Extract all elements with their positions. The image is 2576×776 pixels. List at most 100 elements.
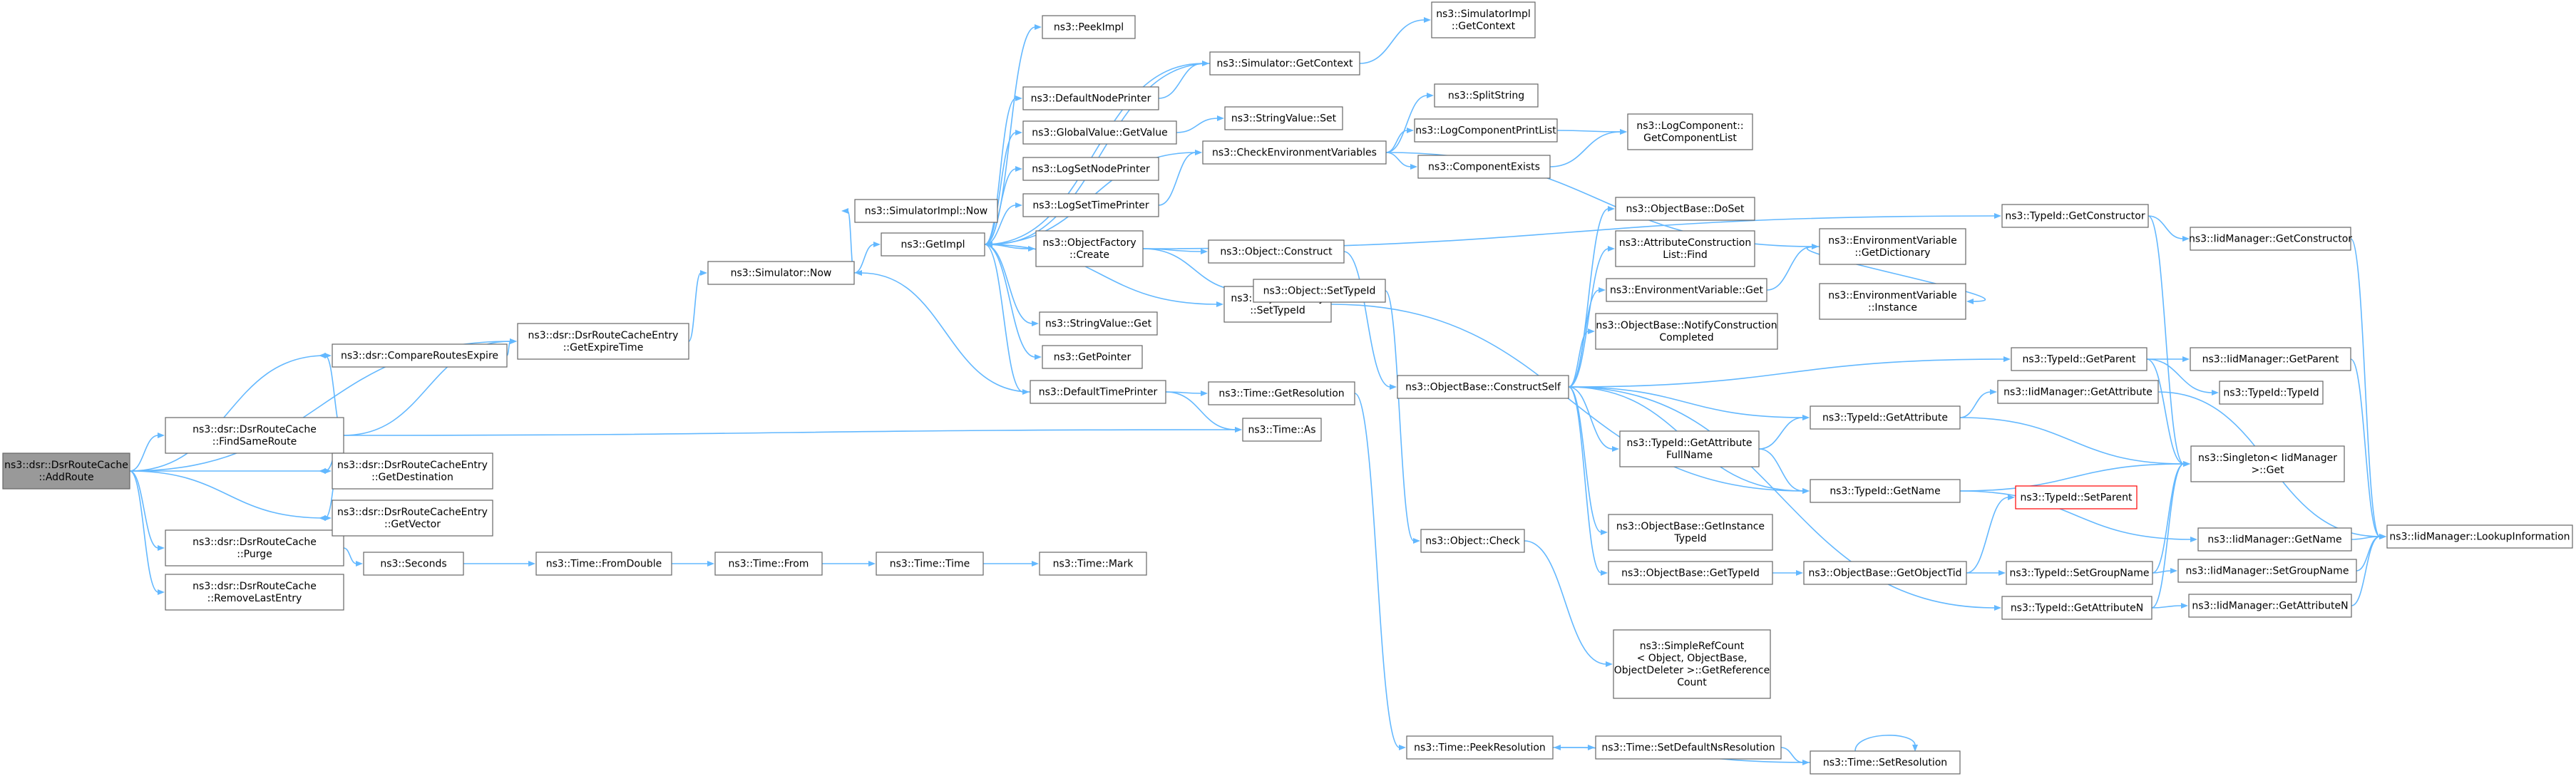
node-objbasedoset[interactable]: ns3::ObjectBase::DoSet <box>1615 197 1755 221</box>
node-compareroutesexpire[interactable]: ns3::dsr::CompareRoutesExpire <box>332 343 508 368</box>
node-label-simimplnow-0: ns3::SimulatorImpl::Now <box>865 206 988 217</box>
node-constructself[interactable]: ns3::ObjectBase::ConstructSelf <box>1397 375 1569 399</box>
node-timetime[interactable]: ns3::Time::Time <box>876 552 984 576</box>
node-iidgetattributen[interactable]: ns3::IidManager::GetAttributeN <box>2188 594 2352 618</box>
node-typeidgetattributen[interactable]: ns3::TypeId::GetAttributeN <box>2001 596 2152 620</box>
edge-logcompprintlist-to-logcompgetlist <box>1556 128 1627 135</box>
edge-typeidsetgroupname-to-singletonget <box>2152 461 2190 574</box>
node-box-notifyconstruct <box>1595 313 1778 350</box>
node-peekresolution[interactable]: ns3::Time::PeekResolution <box>1406 735 1554 760</box>
node-label-stringvalueset-0: ns3::StringValue::Set <box>1231 113 1337 125</box>
node-getdestination[interactable]: ns3::dsr::DsrRouteCacheEntry::GetDestina… <box>332 452 493 490</box>
node-componentexists[interactable]: ns3::ComponentExists <box>1417 155 1551 179</box>
node-stringvalueset[interactable]: ns3::StringValue::Set <box>1224 106 1343 130</box>
node-envvarinstance[interactable]: ns3::EnvironmentVariable::Instance <box>1819 283 1966 320</box>
node-peekimpl[interactable]: ns3::PeekImpl <box>1042 15 1136 39</box>
node-addroute[interactable]: ns3::dsr::DsrRouteCache::AddRoute <box>2 452 130 490</box>
node-typeidgetname[interactable]: ns3::TypeId::GetName <box>1810 479 1961 503</box>
node-getobjecttid[interactable]: ns3::ObjectBase::GetObjectTid <box>1803 561 1967 585</box>
node-label-attrconstructlistfind-1: List::Find <box>1663 249 1708 261</box>
edge-typeidgetconstructor-to-singletonget <box>2147 215 2190 467</box>
node-defaulttimeprinter[interactable]: ns3::DefaultTimePrinter <box>1030 380 1166 404</box>
node-box-getdestination <box>332 452 493 490</box>
node-iidgetattribute[interactable]: ns3::IidManager::GetAttribute <box>1997 380 2159 404</box>
node-defaultnodeprinter[interactable]: ns3::DefaultNodePrinter <box>1022 86 1159 110</box>
edge-typeidgetattrfullname-to-typeidgetattribute <box>1758 415 1810 450</box>
node-timefrom[interactable]: ns3::Time::From <box>714 552 823 576</box>
edge-defaulttimeprinter-to-timeas <box>1165 391 1242 433</box>
node-typeidgetattribute[interactable]: ns3::TypeId::GetAttribute <box>1810 405 1961 430</box>
edge-objectconstruct-to-constructself <box>1343 251 1397 390</box>
node-getexpiretime[interactable]: ns3::dsr::DsrRouteCacheEntry::GetExpireT… <box>517 323 689 360</box>
node-typeidgetparent[interactable]: ns3::TypeId::GetParent <box>2011 347 2147 371</box>
node-simgetcontext[interactable]: ns3::Simulator::GetContext <box>1209 51 1360 76</box>
node-simimplgetcontext[interactable]: ns3::SimulatorImpl::GetContext <box>1431 1 1536 38</box>
node-logcompprintlist[interactable]: ns3::LogComponentPrintList <box>1414 118 1558 143</box>
node-label-typeidgetconstructor-0: ns3::TypeId::GetConstructor <box>2005 211 2145 222</box>
node-box-typeidsetgroupname <box>2006 561 2153 585</box>
node-removelastentry[interactable]: ns3::dsr::DsrRouteCache::RemoveLastEntry <box>165 574 344 611</box>
node-iidgetname[interactable]: ns3::IidManager::GetName <box>2197 527 2352 552</box>
node-purge[interactable]: ns3::dsr::DsrRouteCache::Purge <box>165 529 344 567</box>
node-logcompgetlist[interactable]: ns3::LogComponent::GetComponentList <box>1627 113 1753 150</box>
node-simimplnow[interactable]: ns3::SimulatorImpl::Now <box>854 199 998 223</box>
node-logsetnodeprinter[interactable]: ns3::LogSetNodePrinter <box>1022 157 1159 181</box>
node-timeas[interactable]: ns3::Time::As <box>1242 418 1322 442</box>
node-objbasegettypeid[interactable]: ns3::ObjectBase::GetTypeId <box>1608 561 1773 585</box>
node-label-envvarinstance-1: ::Instance <box>1868 302 1917 314</box>
node-box-simplerefcount <box>1613 629 1771 699</box>
node-label-addroute-0: ns3::dsr::DsrRouteCache <box>4 460 128 471</box>
node-typeidsetparent[interactable]: ns3::TypeId::SetParent <box>2015 485 2138 509</box>
node-objectsettypeid[interactable]: ns3::Object::SetTypeId <box>1253 279 1386 303</box>
node-iidsetgroupname[interactable]: ns3::IidManager::SetGroupName <box>2177 559 2357 583</box>
node-logsettimeprinter[interactable]: ns3::LogSetTimePrinter <box>1022 193 1159 217</box>
node-seconds[interactable]: ns3::Seconds <box>363 552 464 576</box>
node-fromdouble[interactable]: ns3::Time::FromDouble <box>535 552 672 576</box>
node-label-objbasegetinstancetypeid-1: TypeId <box>1673 533 1706 544</box>
node-simplerefcount[interactable]: ns3::SimpleRefCount< Object, ObjectBase,… <box>1613 629 1771 699</box>
node-label-logcompgetlist-0: ns3::LogComponent:: <box>1636 120 1743 132</box>
node-iidlookupinfo[interactable]: ns3::IidManager::LookupInformation <box>2386 524 2573 549</box>
node-objectconstruct[interactable]: ns3::Object::Construct <box>1208 239 1345 264</box>
node-timegetresolution[interactable]: ns3::Time::GetResolution <box>1208 381 1355 405</box>
node-setresolution[interactable]: ns3::Time::SetResolution <box>1810 750 1961 775</box>
edge-addroute-to-removelastentry <box>129 470 165 595</box>
node-getpointer[interactable]: ns3::GetPointer <box>1042 345 1143 369</box>
node-iidgetparent[interactable]: ns3::IidManager::GetParent <box>2190 347 2351 371</box>
node-typeidsetgroupname[interactable]: ns3::TypeId::SetGroupName <box>2006 561 2153 585</box>
node-objectcheck[interactable]: ns3::Object::Check <box>1420 529 1525 553</box>
node-setdefaultnsres[interactable]: ns3::Time::SetDefaultNsResolution <box>1595 735 1782 760</box>
node-label-notifyconstruct-0: ns3::ObjectBase::NotifyConstruction <box>1596 320 1777 331</box>
node-notifyconstruct[interactable]: ns3::ObjectBase::NotifyConstructionCompl… <box>1595 313 1778 350</box>
node-envvarget[interactable]: ns3::EnvironmentVariable::Get <box>1606 278 1767 302</box>
node-splitstring[interactable]: ns3::SplitString <box>1434 83 1539 108</box>
node-checkenvvars[interactable]: ns3::CheckEnvironmentVariables <box>1202 140 1387 165</box>
node-objfactorycreate[interactable]: ns3::ObjectFactory::Create <box>1035 230 1144 267</box>
node-box-logcompprintlist <box>1414 118 1558 143</box>
node-getimpl[interactable]: ns3::GetImpl <box>881 232 985 257</box>
edge-constructself-to-typeidgetattributen <box>1568 386 2001 611</box>
edge-typeidgetattribute-to-iidgetattribute <box>1959 389 1997 418</box>
node-typeidgetconstructor[interactable]: ns3::TypeId::GetConstructor <box>2001 204 2149 228</box>
node-label-splitstring-0: ns3::SplitString <box>1448 90 1524 102</box>
node-box-typeidgetattribute <box>1810 405 1961 430</box>
node-box-typeidgetconstructor <box>2001 204 2149 228</box>
node-envvargetdictionary[interactable]: ns3::EnvironmentVariable::GetDictionary <box>1819 228 1966 265</box>
node-getvector[interactable]: ns3::dsr::DsrRouteCacheEntry::GetVector <box>332 500 493 537</box>
node-iidgetconstructor[interactable]: ns3::IidManager::GetConstructor <box>2189 227 2352 251</box>
node-box-findsameroute <box>165 417 344 454</box>
node-stringvalueget[interactable]: ns3::StringValue::Get <box>1039 311 1158 336</box>
node-timemark[interactable]: ns3::Time::Mark <box>1039 552 1147 576</box>
edge-objectsettypeid-to-objectcheck <box>1385 290 1420 544</box>
edge-getimpl-to-globalvaluegetvalue <box>984 130 1022 245</box>
node-findsameroute[interactable]: ns3::dsr::DsrRouteCache::FindSameRoute <box>165 417 344 454</box>
node-simnow[interactable]: ns3::Simulator::Now <box>707 261 855 285</box>
node-box-fromdouble <box>535 552 672 576</box>
node-globalvaluegetvalue[interactable]: ns3::GlobalValue::GetValue <box>1022 120 1177 145</box>
node-typeidtypeid[interactable]: ns3::TypeId::TypeId <box>2219 381 2324 405</box>
node-singletonget[interactable]: ns3::Singleton< IidManager>::Get <box>2190 445 2345 482</box>
node-label-constructself-0: ns3::ObjectBase::ConstructSelf <box>1405 382 1561 393</box>
